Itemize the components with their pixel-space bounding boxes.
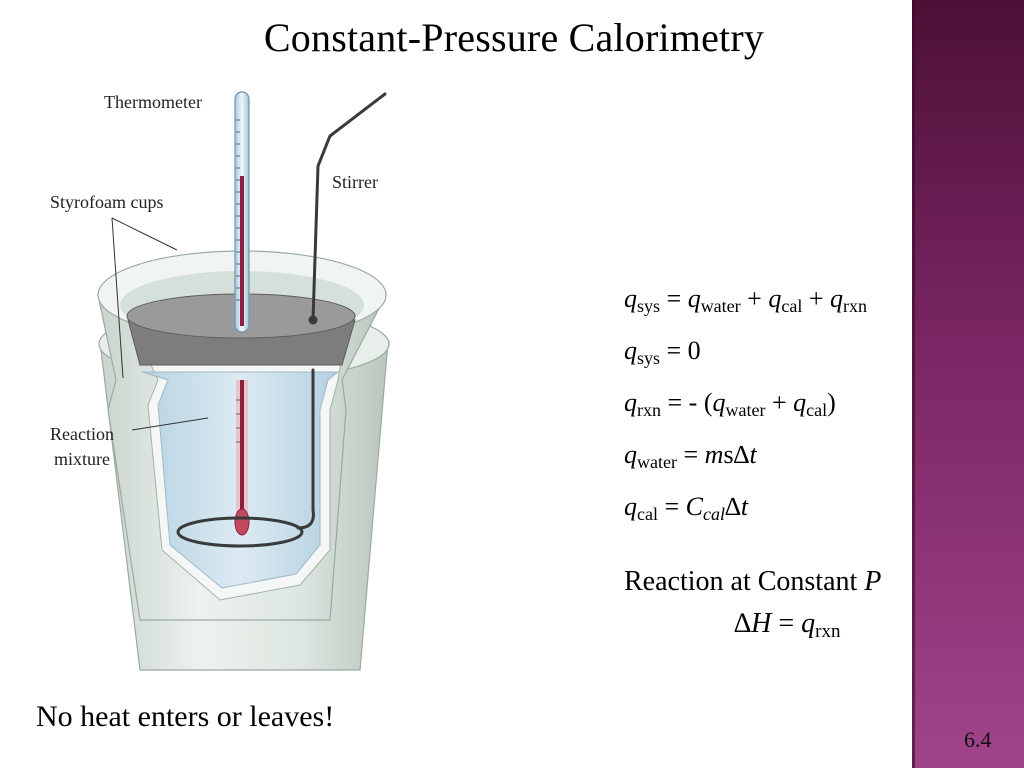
enthalpy-equation: ∆H = qrxn [734, 608, 841, 642]
equation-variable: q [768, 284, 782, 313]
equation-variable: t [740, 492, 749, 521]
equation-text: = [657, 492, 686, 521]
equation-variable: q [687, 284, 701, 313]
equation-text: = - ( [661, 388, 713, 417]
equation-subscript: cal [703, 504, 725, 524]
equations-block: qsys = qwater + qcal + qrxn qsys = 0 qrx… [624, 286, 909, 546]
reaction-label-line2: mixture [54, 449, 110, 469]
equation-subscript: water [725, 400, 766, 420]
equation-subscript: rxn [637, 400, 661, 420]
stirrer [176, 92, 387, 548]
equation-line: qsys = qwater + qcal + qrxn [624, 286, 909, 338]
label-leaders [111, 217, 209, 431]
slide-number: 6.4 [964, 727, 992, 752]
equation-text: ) [827, 388, 836, 417]
equation-text: s∆ [723, 440, 750, 469]
equation-subscript: cal [637, 504, 658, 524]
equation-variable: q [624, 336, 637, 365]
constant-pressure-heading: Reaction at Constant P [624, 566, 881, 598]
stirrer-label: Stirrer [332, 172, 378, 192]
equation-subscript: sys [637, 348, 661, 368]
equation-line: qrxn = - (qwater + qcal) [624, 390, 909, 442]
equation-subscript: rxn [843, 296, 867, 316]
styrofoam-cups-label: Styrofoam cups [50, 192, 163, 212]
equation-text: + [802, 284, 830, 313]
heat-symbol: q [801, 608, 816, 639]
equation-subscript: water [700, 296, 741, 316]
equation-variable: q [624, 440, 637, 469]
rxn-subscript: rxn [815, 621, 841, 642]
equation-subscript: water [637, 452, 677, 472]
slide-title: Constant-Pressure Calorimetry [263, 15, 765, 60]
equation-text: = [660, 284, 688, 313]
equation-line: qcal = Ccal∆t [624, 494, 909, 546]
equation-subscript: cal [781, 296, 803, 316]
equation-text: + [740, 284, 769, 313]
constant-pressure-text: Reaction at Constant [624, 566, 865, 597]
calorimeter-diagram: Thermometer Stirrer Styrofoam cups React… [50, 91, 390, 671]
equation-variable: q [624, 492, 637, 521]
equation-variable: q [793, 388, 807, 417]
equation-variable: q [712, 388, 726, 417]
equation-subscript: sys [637, 296, 661, 316]
equation-text: = 0 [660, 336, 701, 365]
equation-variable: q [624, 284, 637, 313]
thermometer [234, 91, 250, 536]
reaction-label-line1: Reaction [50, 424, 114, 444]
equation-text: = [676, 440, 705, 469]
caption: No heat enters or leaves! [36, 700, 335, 733]
equation-variable: q [830, 284, 843, 313]
thermometer-label: Thermometer [104, 92, 202, 112]
equation-variable: q [624, 388, 637, 417]
equation-variable: C [685, 492, 703, 521]
delta-symbol: ∆ [734, 608, 752, 639]
equation-line: qsys = 0 [624, 338, 909, 390]
equals-sign: = [771, 608, 802, 639]
equation-subscript: cal [806, 400, 828, 420]
equation-line: qwater = ms∆t [624, 442, 909, 494]
equation-text: + [765, 388, 794, 417]
equation-variable: t [749, 440, 757, 469]
equation-text: ∆ [725, 492, 741, 521]
pressure-variable: P [864, 566, 882, 597]
enthalpy-symbol: H [751, 608, 772, 639]
equation-variable: m [704, 440, 724, 469]
side-decoration-bar [912, 0, 1024, 768]
